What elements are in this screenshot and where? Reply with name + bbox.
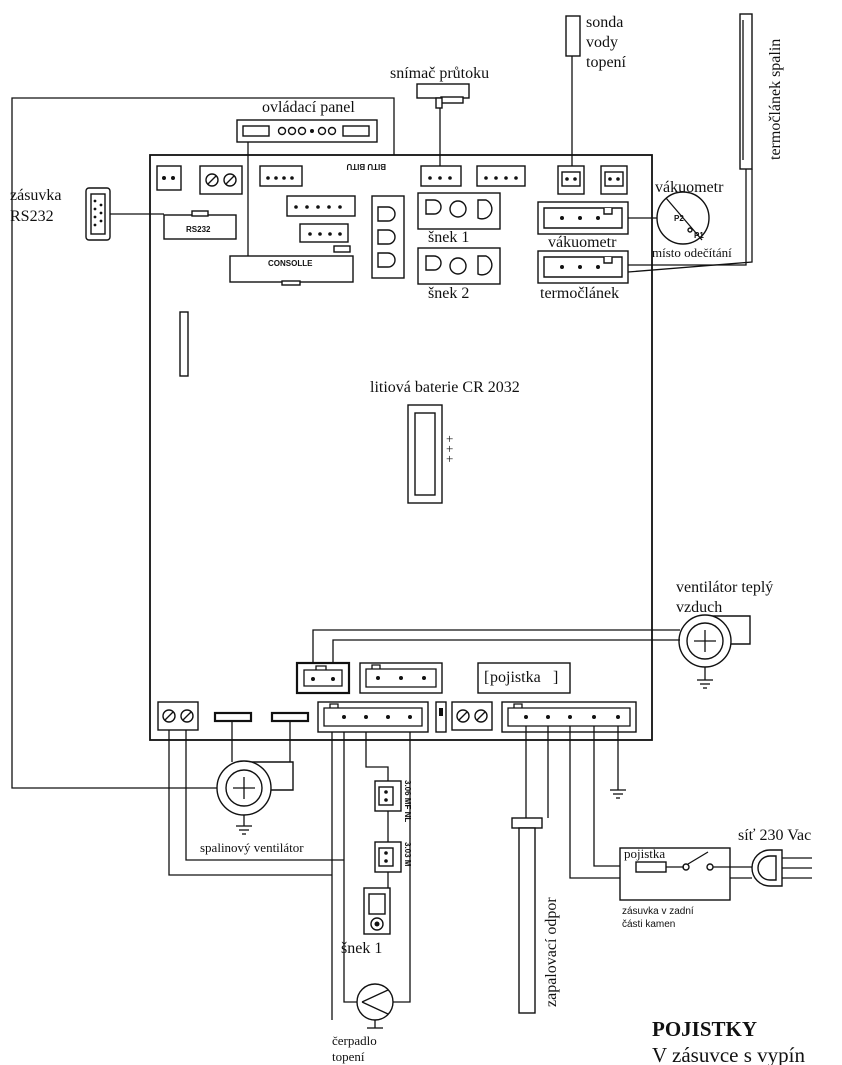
- flow-sensor-connector: [420, 165, 462, 187]
- connector-4pin-a: [259, 165, 303, 187]
- battery-label: litiová baterie CR 2032: [370, 379, 520, 396]
- igniter-label: zapalovací odpor: [543, 897, 560, 1007]
- terminal-2pin-top-left: [156, 165, 182, 191]
- back-socket: [619, 847, 731, 901]
- socket-fuse-label: pojistka: [624, 846, 665, 861]
- board-vertical-bar: [179, 311, 189, 377]
- connector-3pin-lower: [359, 662, 443, 694]
- auger-1-connector: [417, 192, 501, 230]
- flue-thermocouple-label: termočlánek spalin: [767, 39, 784, 160]
- water-probe-label-1: sonda: [586, 14, 623, 31]
- heating-pump: [356, 983, 394, 1021]
- svg-text:+: +: [446, 441, 453, 456]
- screw-terminal-top: [199, 165, 243, 195]
- flue-fan-slot-a: [213, 711, 253, 723]
- flue-fan-slot-b: [270, 711, 310, 723]
- wires: [11, 56, 753, 1029]
- flow-sensor: [416, 83, 470, 109]
- auger-2-connector: [417, 247, 501, 285]
- relay-upper: [374, 780, 402, 812]
- svg-text:3.06 MF NL: 3.06 MF NL: [403, 780, 412, 822]
- back-socket-label-1: zásuvka v zadní: [622, 906, 694, 917]
- flue-thermocouple: [739, 13, 753, 170]
- water-probe: [565, 15, 581, 57]
- svg-text:+: +: [446, 431, 453, 446]
- warm-air-fan-label-2: vzduch: [676, 599, 722, 616]
- back-socket-label-2: části kamen: [622, 919, 675, 930]
- consolle-connector: [229, 255, 354, 283]
- svg-text:[: [: [484, 669, 489, 686]
- pump-auger-connector: [317, 701, 429, 733]
- consolle-label: CONSOLLE: [268, 259, 313, 268]
- relay-lower: [374, 841, 402, 873]
- control-panel: [236, 119, 378, 143]
- auger-1-top-label: šnek 1: [428, 229, 469, 246]
- water-probe-label-3: topení: [586, 54, 627, 71]
- svg-text:BITU BITU: BITU BITU: [346, 162, 386, 171]
- water-probe-label-2: vody: [586, 34, 618, 51]
- rs232-socket: [85, 187, 111, 241]
- fuse-label: pojistka: [490, 669, 541, 686]
- connector-6pin: [286, 195, 356, 217]
- fuses-text: V zásuvce s vypín: [652, 1043, 805, 1065]
- svg-text:3.03 M: 3.03 M: [403, 842, 412, 867]
- reading-point-label: místo odečítání: [652, 245, 732, 260]
- svg-text:P2: P2: [674, 214, 684, 223]
- mains-label: síť 230 Vac: [738, 827, 811, 844]
- connector-4pin-b: [299, 223, 351, 253]
- vacuum-meter-connector: [537, 201, 629, 235]
- connector-2pin-right: [600, 165, 628, 195]
- fuse-holder: pojistka [ ]: [477, 662, 571, 694]
- vacuum-meter-connector-label: vákuometr: [548, 234, 617, 251]
- connector-4pin-c: [476, 165, 526, 187]
- svg-text:]: ]: [553, 669, 558, 686]
- auger-motor-label: šnek 1: [341, 940, 382, 957]
- pump-label-2: topení: [332, 1049, 365, 1064]
- rs232-connector-label: RS232: [186, 225, 211, 234]
- vertical-connector: [371, 195, 405, 279]
- flue-fan-label: spalinový ventilátor: [200, 840, 304, 855]
- pump-label-1: čerpadlo: [332, 1033, 377, 1048]
- mains-connector: [501, 701, 637, 733]
- auger-2-top-label: šnek 2: [428, 285, 469, 302]
- thermocouple-label: termočlánek: [540, 285, 619, 302]
- warm-air-fan: [678, 614, 751, 668]
- screw-terminal-bottom-left: [157, 701, 199, 731]
- auger-motor: [363, 887, 391, 935]
- control-panel-label: ovládací panel: [262, 99, 355, 116]
- water-probe-connector: [557, 165, 585, 195]
- flow-sensor-label: snímač průtoku: [390, 65, 489, 82]
- vacuum-gauge-label: vákuometr: [655, 179, 724, 196]
- fan-warm-air-connector: [295, 661, 351, 695]
- flue-fan: [216, 760, 294, 816]
- small-jumper: [435, 701, 447, 733]
- fuses-heading: POJISTKY: [652, 1017, 757, 1041]
- rs232-socket-label-2: RS232: [10, 208, 54, 225]
- warm-air-fan-label-1: ventilátor teplý: [676, 579, 773, 596]
- screw-terminal-bottom-mid: [451, 701, 493, 731]
- mains-plug: [751, 849, 812, 887]
- rs232-socket-label-1: zásuvka: [10, 187, 62, 204]
- svg-text:P1: P1: [694, 231, 704, 240]
- svg-text:+: +: [446, 451, 453, 466]
- thermocouple-connector: [537, 250, 629, 284]
- igniter: [511, 817, 543, 1014]
- vacuum-gauge: P2 P1: [656, 191, 710, 245]
